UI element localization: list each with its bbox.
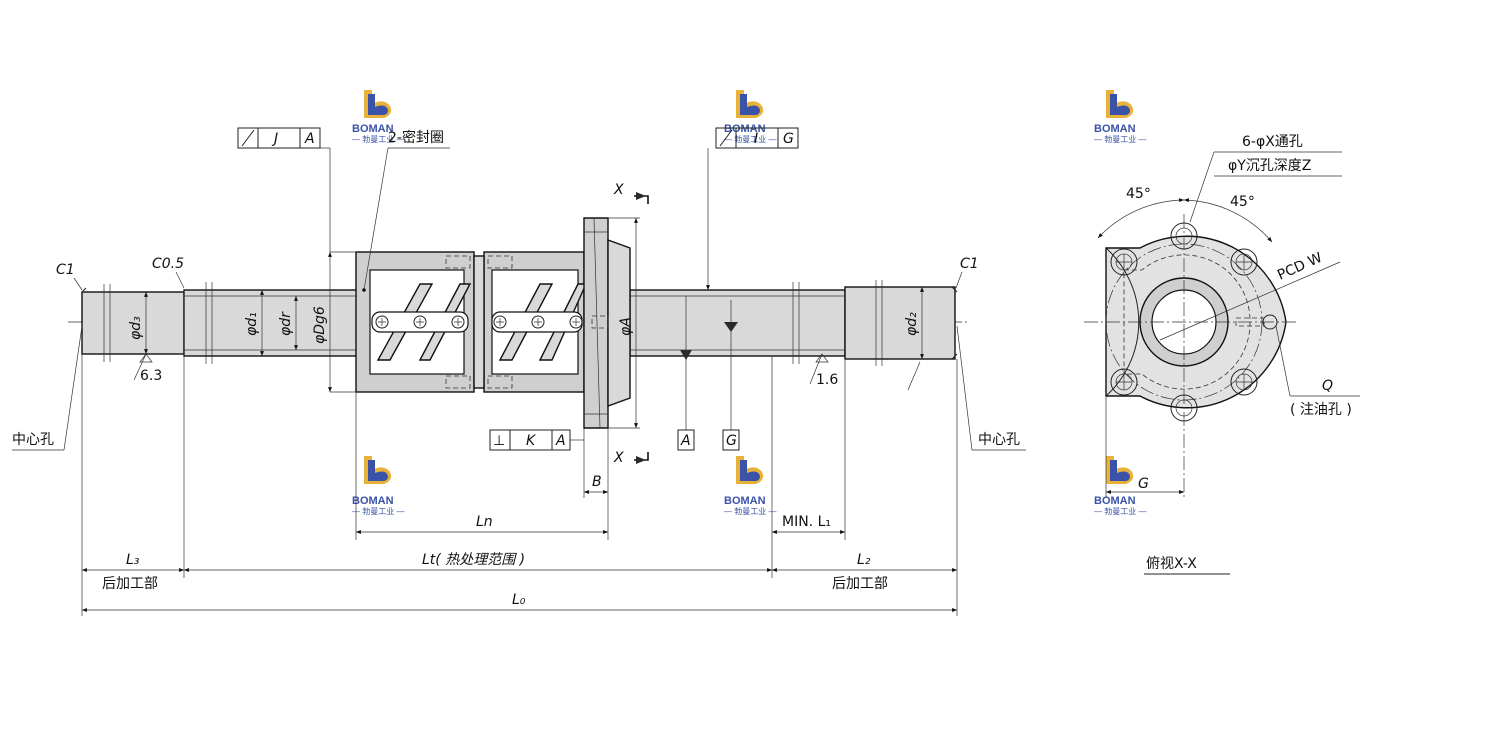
tolerance-frame-i <box>715 127 799 149</box>
dim-b: B <box>592 474 602 490</box>
oil-hole <box>1262 314 1278 330</box>
dia-d2: φd₂ <box>904 312 920 336</box>
svg-text:— 勃曼工业 —: — 勃曼工业 — <box>724 134 776 144</box>
logo-watermark: BOMAN — 勃曼工业 — <box>352 90 404 144</box>
dia-a: φA <box>618 317 634 336</box>
svg-text:BOMAN: BOMAN <box>724 495 766 507</box>
angle-45-right: 45° <box>1230 194 1255 210</box>
section-x-top: X <box>613 182 624 198</box>
chamfer-c05: C0.5 <box>152 256 184 272</box>
datum-g: G <box>726 433 737 449</box>
oil-q: Q <box>1322 378 1333 394</box>
tol-datum-a2: A <box>555 433 566 449</box>
dim-g: G <box>1138 476 1149 492</box>
tolerance-frame-j <box>237 127 321 149</box>
perp-symbol: ⊥ <box>493 433 505 449</box>
logo-watermark: BOMAN — 勃曼工业 — <box>352 456 404 516</box>
logo-watermark: BOMAN — 勃曼工业 — <box>1094 90 1146 144</box>
oil-hole-label: ( 注油孔 ) <box>1290 402 1352 418</box>
tol-datum-g: G <box>783 131 794 147</box>
svg-text:BOMAN: BOMAN <box>352 123 394 135</box>
datum-box-g <box>722 429 740 451</box>
screw-head <box>375 315 583 329</box>
chamfer-c1-right: C1 <box>960 256 979 272</box>
dim-l0: L₀ <box>512 592 526 608</box>
svg-text:BOMAN: BOMAN <box>724 123 766 135</box>
logo-watermark: BOMAN — 勃曼工业 — <box>724 456 776 516</box>
dim-min-l1: MIN. L₁ <box>782 514 831 530</box>
nut-flange <box>583 217 631 429</box>
dia-dg6: φDg6 <box>312 306 328 344</box>
section-x-bottom: X <box>613 450 624 466</box>
after-process-left: 后加工部 <box>102 576 158 592</box>
tol-datum-a: A <box>304 131 315 147</box>
dim-l2: L₂ <box>857 552 871 568</box>
counterbore-spec: φY沉孔深度Z <box>1228 158 1311 174</box>
svg-text:— 勃曼工业 —: — 勃曼工业 — <box>724 506 776 516</box>
tolerance-frame-k <box>489 429 571 451</box>
tol-k: K <box>526 433 537 449</box>
dia-d3: φd₃ <box>128 316 144 340</box>
tol-i: I <box>754 131 758 147</box>
svg-text:BOMAN: BOMAN <box>1094 123 1136 135</box>
center-hole-left: 中心孔 <box>12 432 54 448</box>
ball-nut <box>355 217 738 429</box>
holes-spec: 6-φX通孔 <box>1242 134 1303 150</box>
datum-box-a <box>677 429 695 451</box>
dia-d1: φd₁ <box>244 312 260 336</box>
chamfer-c1-left: C1 <box>56 262 75 278</box>
dim-lt: Lt( 热处理范围 ) <box>422 552 525 568</box>
section-view-xx <box>1084 151 1360 500</box>
center-hole-right: 中心孔 <box>978 432 1020 448</box>
svg-text:— 勃曼工业 —: — 勃曼工业 — <box>352 134 404 144</box>
svg-text:BOMAN: BOMAN <box>352 495 394 507</box>
roughness-63: 6.3 <box>140 368 162 384</box>
svg-text:— 勃曼工业 —: — 勃曼工业 — <box>352 506 404 516</box>
logo-watermark: BOMAN — 勃曼工业 — <box>1094 456 1146 516</box>
svg-text:BOMAN: BOMAN <box>1094 495 1136 507</box>
view-title: 俯视X-X <box>1146 556 1197 572</box>
dia-dr: φdr <box>278 311 294 336</box>
roughness-16: 1.6 <box>816 372 838 388</box>
svg-text:— 勃曼工业 —: — 勃曼工业 — <box>1094 506 1146 516</box>
tol-j: J <box>271 131 278 147</box>
angle-45-left: 45° <box>1126 186 1151 202</box>
datum-a: A <box>680 433 691 449</box>
after-process-right: 后加工部 <box>832 576 888 592</box>
dim-ln: Ln <box>476 514 493 530</box>
svg-text:— 勃曼工业 —: — 勃曼工业 — <box>1094 134 1146 144</box>
dim-l3: L₃ <box>126 552 140 568</box>
logo-watermark: BOMAN — 勃曼工业 — <box>724 90 776 144</box>
pcd-label: PCD W <box>1275 250 1325 284</box>
seal-label: 2-密封圈 <box>388 129 444 146</box>
